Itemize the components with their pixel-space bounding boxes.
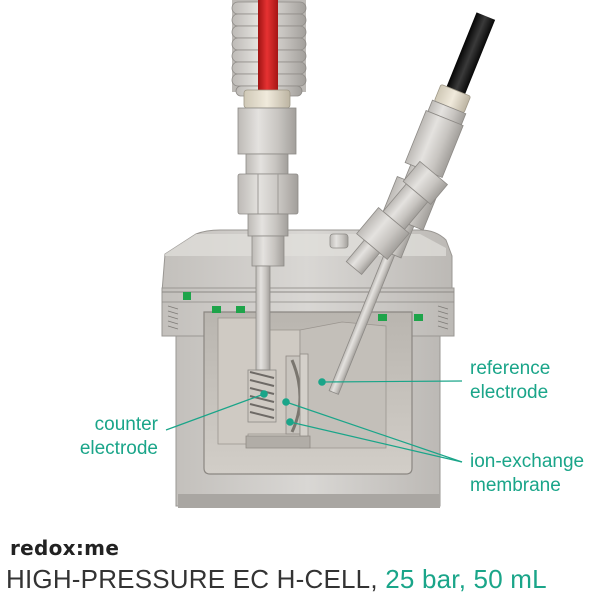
- counter-dot: [260, 390, 268, 398]
- membrane-callout-line1: ion-exchange: [470, 451, 585, 472]
- counter-callout-line1: counter: [94, 414, 158, 435]
- reference-dot: [318, 378, 326, 386]
- membrane-holder: [285, 353, 309, 437]
- counter-electrode-callout: counter electrode: [72, 413, 158, 461]
- counter-callout-line2: electrode: [79, 438, 158, 459]
- membrane-leader-2: [289, 421, 463, 463]
- seal-rings: [183, 292, 423, 321]
- thread-marks: [167, 305, 449, 330]
- reference-electrode-callout: reference electrode: [470, 357, 550, 405]
- counter-leader: [165, 393, 265, 431]
- counter-electrode-assembly: [231, 0, 307, 423]
- page-headline: HIGH-PRESSURE EC H-CELL, 25 bar, 50 mL: [6, 564, 547, 594]
- reference-callout-line1: reference: [470, 358, 551, 379]
- reference-callout-line2: electrode: [470, 382, 549, 403]
- membrane-callout-line2: membrane: [470, 475, 561, 496]
- black-cable: [446, 12, 496, 94]
- membrane-callout: ion-exchange membrane: [470, 450, 584, 498]
- callout-leaders: [165, 378, 463, 463]
- small-port: [329, 233, 349, 249]
- brand-logo: redox:me: [10, 536, 120, 560]
- membrane-leader-1: [285, 401, 463, 463]
- headline-product: HIGH-PRESSURE EC H-CELL,: [6, 564, 378, 594]
- red-cable: [258, 0, 278, 96]
- reference-leader: [321, 380, 463, 383]
- counter-coil: [249, 371, 275, 419]
- membrane-dot-1: [282, 398, 290, 406]
- headline-specs: 25 bar, 50 mL: [385, 564, 547, 594]
- gas-port-fitting: [345, 160, 449, 275]
- membrane-dot-2: [286, 418, 294, 426]
